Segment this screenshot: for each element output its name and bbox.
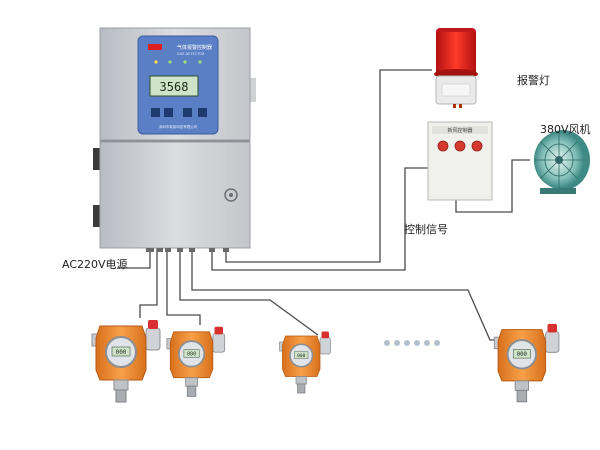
detector-screen-text: 000: [297, 353, 305, 359]
control-signal-label: 控制信号: [404, 222, 448, 236]
wire-alarm-light: [225, 69, 432, 263]
detector-screen-text: 000: [116, 349, 127, 356]
detector-screen-text: 000: [187, 352, 196, 358]
controller-subtitle: GAS DETECTOR: [177, 52, 205, 56]
control-box-button: [437, 140, 449, 152]
ellipsis-dot: [384, 340, 390, 346]
panel-button: [151, 108, 160, 117]
gas-detector: 000: [279, 331, 331, 394]
lcd-value: 3568: [160, 80, 189, 94]
wire-detector-2: [166, 248, 201, 325]
panel-button: [183, 108, 192, 117]
fan-label: 380V风机: [540, 122, 591, 136]
ellipsis-dot: [394, 340, 400, 346]
wire-control-box: [211, 167, 428, 271]
wire-detector-1: [139, 248, 158, 318]
control-box-title: 新风控制器: [447, 127, 472, 134]
detector-screen: [513, 349, 531, 359]
detectors: 000 000 000 000: [91, 320, 560, 403]
panel-button: [198, 108, 207, 117]
ellipsis-dot: [424, 340, 430, 346]
indicator-led: [183, 60, 187, 64]
gas-detector: 000: [91, 320, 161, 403]
brand-logo: [148, 44, 162, 50]
control-box-button: [471, 140, 483, 152]
indicator-led: [198, 60, 202, 64]
wire-detector-3: [179, 248, 319, 336]
wire-fan: [455, 159, 530, 213]
detector-screen: [183, 349, 200, 358]
panel-button: [164, 108, 173, 117]
ellipsis-dot: [434, 340, 440, 346]
control-box-button: [454, 140, 466, 152]
gas-detector: 000: [493, 323, 560, 403]
gas-detector: 000: [166, 326, 226, 397]
wire-power: [118, 248, 151, 269]
ellipsis-dots: [384, 340, 440, 346]
indicator-led: [168, 60, 172, 64]
lcd-display: [149, 75, 199, 97]
detector-screen: [111, 346, 131, 357]
ellipsis-dot: [404, 340, 410, 346]
fan-control-box: [427, 121, 493, 201]
controller-title: 气体报警控制器: [177, 44, 212, 51]
power-label: AC220V电源: [62, 257, 128, 271]
alarm-light-label: 报警灯: [517, 73, 550, 87]
detector-screen-text: 000: [517, 352, 528, 358]
detector-screen: [294, 351, 309, 359]
alarm-light: [434, 28, 478, 108]
gas-alarm-controller: [93, 27, 256, 252]
ellipsis-dot: [414, 340, 420, 346]
fan: [534, 130, 590, 194]
controller-footer: 深圳市某某科技有限公司: [159, 124, 198, 129]
indicator-led: [154, 60, 158, 64]
